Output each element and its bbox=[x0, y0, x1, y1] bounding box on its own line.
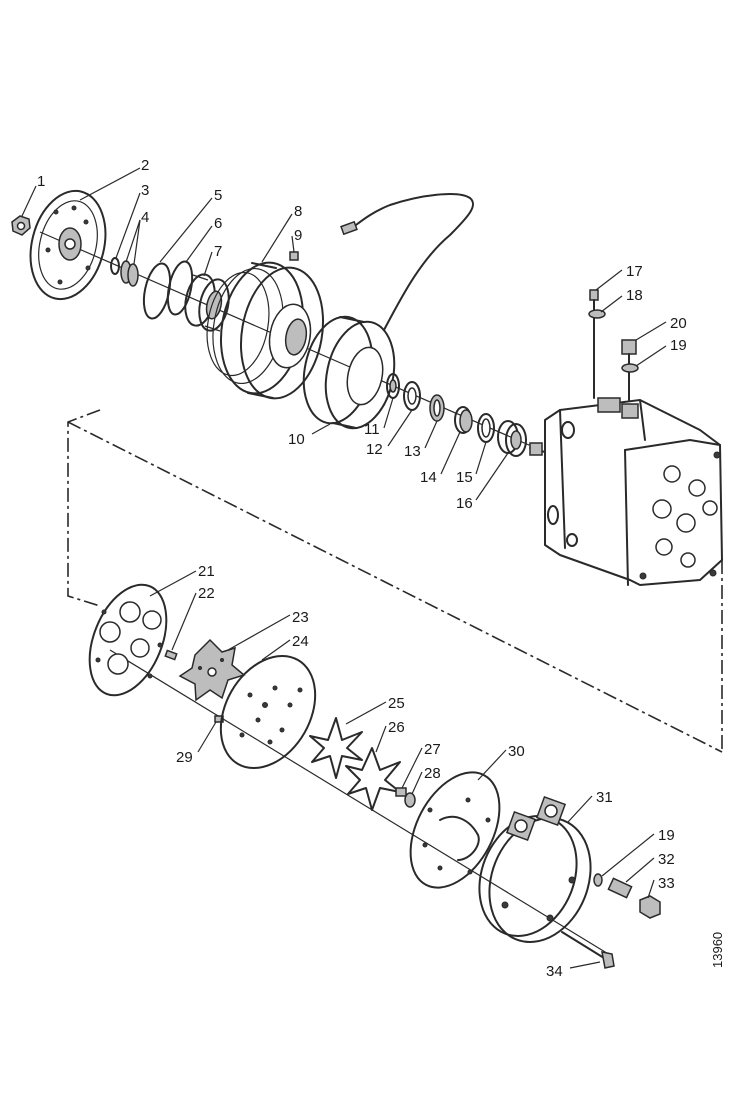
part-28-washer bbox=[404, 792, 416, 808]
part-4-shims bbox=[120, 260, 139, 287]
callout-14: 14 bbox=[420, 469, 437, 486]
callout-24: 24 bbox=[292, 633, 309, 650]
callout-29: 29 bbox=[176, 749, 193, 766]
part-27-bolt bbox=[395, 787, 407, 797]
part-19-o-ring-lower bbox=[593, 873, 603, 887]
callout-33: 33 bbox=[658, 875, 675, 892]
part-23-reed-valve bbox=[178, 638, 246, 702]
part-13-o-ring bbox=[429, 394, 445, 422]
callout-34: 34 bbox=[546, 963, 563, 980]
callout-8: 8 bbox=[294, 203, 302, 220]
callout-20: 20 bbox=[670, 315, 687, 332]
callout-6: 6 bbox=[214, 215, 222, 232]
part-15-o-ring bbox=[477, 413, 495, 443]
callout-26: 26 bbox=[388, 719, 405, 736]
part-29-pin bbox=[214, 715, 224, 723]
callout-21: 21 bbox=[198, 563, 215, 580]
callout-11: 11 bbox=[364, 421, 380, 438]
part-9-screw bbox=[289, 251, 299, 261]
part-30-head-gasket bbox=[409, 771, 501, 889]
callout-16: 16 bbox=[456, 495, 473, 512]
figure-id: 13960 bbox=[710, 932, 725, 968]
lower-assembly-axis bbox=[109, 649, 611, 956]
callout-19-lower: 19 bbox=[658, 827, 675, 844]
callout-30: 30 bbox=[508, 743, 525, 760]
callout-7: 7 bbox=[214, 243, 222, 260]
callout-2: 2 bbox=[141, 157, 149, 174]
callout-1: 1 bbox=[37, 173, 45, 190]
part-1-nut bbox=[11, 215, 31, 236]
callout-13: 13 bbox=[404, 443, 421, 460]
part-2-drive-plate bbox=[29, 189, 107, 301]
compressor-body bbox=[529, 397, 723, 586]
part-34-through-bolt bbox=[561, 931, 615, 969]
part-17-screw bbox=[589, 289, 599, 399]
callout-25: 25 bbox=[388, 695, 405, 712]
part-25-discharge-reed bbox=[309, 717, 363, 779]
part-10-field-coil bbox=[302, 193, 475, 430]
callout-labels: 1 2 3 4 5 6 7 8 9 10 11 12 13 14 15 16 1… bbox=[37, 157, 687, 980]
callout-23: 23 bbox=[292, 609, 309, 626]
callout-31: 31 bbox=[596, 789, 613, 806]
callout-9: 9 bbox=[294, 227, 302, 244]
part-3-shim bbox=[110, 257, 120, 275]
callout-27: 27 bbox=[424, 741, 441, 758]
assembly-connector-left bbox=[67, 409, 101, 607]
callout-4: 4 bbox=[141, 209, 149, 226]
assembly-connector-diagonal bbox=[67, 421, 723, 753]
callout-28: 28 bbox=[424, 765, 441, 782]
part-21-valve-plate bbox=[88, 583, 168, 697]
part-26-reed-retainer bbox=[345, 747, 401, 811]
part-22-pin bbox=[164, 649, 178, 661]
callout-22: 22 bbox=[198, 585, 215, 602]
part-31-cylinder-head bbox=[478, 795, 592, 944]
callout-5: 5 bbox=[214, 187, 222, 204]
callout-3: 3 bbox=[141, 182, 149, 199]
part-33-cap bbox=[639, 895, 661, 919]
part-20-plug bbox=[621, 339, 637, 401]
callout-32: 32 bbox=[658, 851, 675, 868]
callout-18: 18 bbox=[626, 287, 643, 304]
callout-10: 10 bbox=[288, 431, 305, 448]
part-16-bearing bbox=[497, 420, 527, 457]
part-19-o-ring-upper bbox=[621, 363, 639, 373]
part-11-shaft-seal bbox=[386, 373, 400, 399]
part-14-seal bbox=[454, 406, 473, 434]
leader-lines bbox=[21, 167, 667, 969]
callout-17: 17 bbox=[626, 263, 643, 280]
part-32-valve-core bbox=[607, 877, 633, 899]
callout-12: 12 bbox=[366, 441, 383, 458]
callout-15: 15 bbox=[456, 469, 473, 486]
part-7-bearing bbox=[184, 273, 230, 332]
callout-19-upper: 19 bbox=[670, 337, 687, 354]
part-24-valve-plate bbox=[219, 654, 317, 770]
part-8-pulley bbox=[206, 261, 325, 400]
